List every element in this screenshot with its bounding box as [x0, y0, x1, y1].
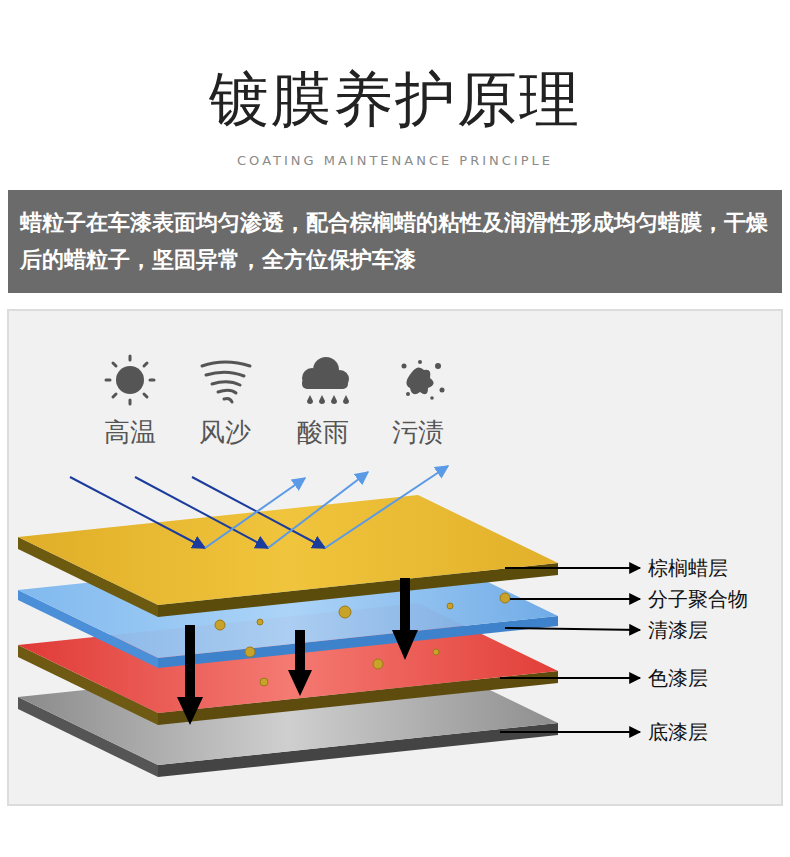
polymer-particles-part	[257, 619, 263, 625]
rain-icon-part	[302, 378, 348, 389]
sun-icon-part-part	[129, 356, 132, 360]
polymer-particles-part	[339, 606, 351, 618]
subtitle: COATING MAINTENANCE PRINCIPLE	[237, 153, 553, 168]
layer-label: 色漆层	[648, 665, 708, 692]
reflection-arrows-part	[325, 466, 448, 548]
stain-icon-part	[402, 364, 407, 369]
hazard-label: 酸雨	[297, 415, 349, 450]
wind-icon-part	[206, 372, 244, 376]
layer-label: 清漆层	[648, 617, 708, 644]
hazard-label: 污渍	[392, 415, 444, 450]
penetration-arrows	[177, 578, 418, 725]
reflection-arrows-part	[135, 477, 268, 548]
rain-icon-part	[343, 395, 349, 404]
stain-icon-part	[430, 396, 434, 400]
wind-icon-part	[202, 362, 250, 366]
penetration-arrows-part	[392, 578, 418, 660]
wind-icon-part	[218, 390, 236, 393]
polymer-particles-part	[433, 649, 439, 655]
sun-icon-part-part	[113, 394, 116, 397]
layer-label: 棕榈蜡层	[648, 555, 728, 582]
polymer-particles-part	[215, 620, 225, 630]
leader-arrows-part	[500, 677, 640, 679]
rain-icon-part	[307, 395, 313, 404]
polymer-particles-part	[500, 593, 510, 603]
stain-icon-part	[440, 388, 445, 393]
stain-icon	[402, 360, 445, 400]
sun-icon	[106, 356, 154, 404]
leader-arrows-part	[510, 598, 640, 600]
penetration-arrows-part	[177, 625, 203, 725]
reflection-arrows-part	[70, 477, 205, 548]
hazard-label: 风沙	[199, 415, 251, 450]
page-title: 镀膜养护原理	[209, 60, 581, 141]
reflection-arrows-part	[205, 478, 305, 548]
polymer-particles	[215, 593, 510, 686]
panel	[8, 310, 782, 805]
rain-icon-part	[331, 395, 337, 404]
polymer-particles-part	[373, 659, 383, 669]
stain-icon-part	[406, 392, 410, 396]
stain-icon-part	[406, 367, 433, 394]
reflection-arrows-part	[268, 472, 368, 548]
sun-icon-part	[106, 356, 154, 404]
penetration-arrows-part	[288, 630, 312, 696]
polymer-particles-part	[447, 603, 453, 609]
hazard-label: 高温	[104, 415, 156, 450]
stain-icon-part	[418, 360, 422, 364]
wind-icon-part	[224, 398, 232, 402]
sun-icon-part-part	[144, 363, 147, 366]
wind-icon	[202, 362, 250, 402]
leader-arrows	[500, 568, 640, 732]
stain-icon-part	[435, 363, 441, 369]
sun-icon-part	[116, 366, 144, 394]
reflection-arrows-part	[192, 477, 325, 548]
wind-icon-part	[212, 382, 240, 385]
description-band: 蜡粒子在车漆表面均匀渗透，配合棕榈蜡的粘性及润滑性形成均匀蜡膜，干燥后的蜡粒子，…	[8, 190, 782, 293]
band-text: 蜡粒子在车漆表面均匀渗透，配合棕榈蜡的粘性及润滑性形成均匀蜡膜，干燥后的蜡粒子，…	[20, 204, 770, 279]
layer-label: 底漆层	[648, 719, 708, 746]
palm-wax-layer-part	[18, 495, 558, 605]
sun-icon-part-part	[106, 379, 110, 382]
palm-wax-layer	[18, 495, 558, 617]
sun-icon-part-part	[150, 379, 154, 382]
sun-icon-part-part	[144, 394, 147, 397]
reflection-arrows	[70, 466, 448, 548]
sun-icon-part-part	[113, 363, 116, 366]
leader-arrows-part	[505, 628, 640, 630]
layer-label: 分子聚合物	[648, 586, 748, 613]
sun-icon-part-part	[129, 400, 132, 404]
rain-icon	[302, 357, 349, 404]
leader-arrows-part	[500, 731, 640, 733]
polymer-particles-part	[245, 647, 255, 657]
leader-arrows-part	[505, 567, 640, 569]
rain-icon-part	[319, 395, 325, 404]
polymer-particles-part	[260, 678, 268, 686]
